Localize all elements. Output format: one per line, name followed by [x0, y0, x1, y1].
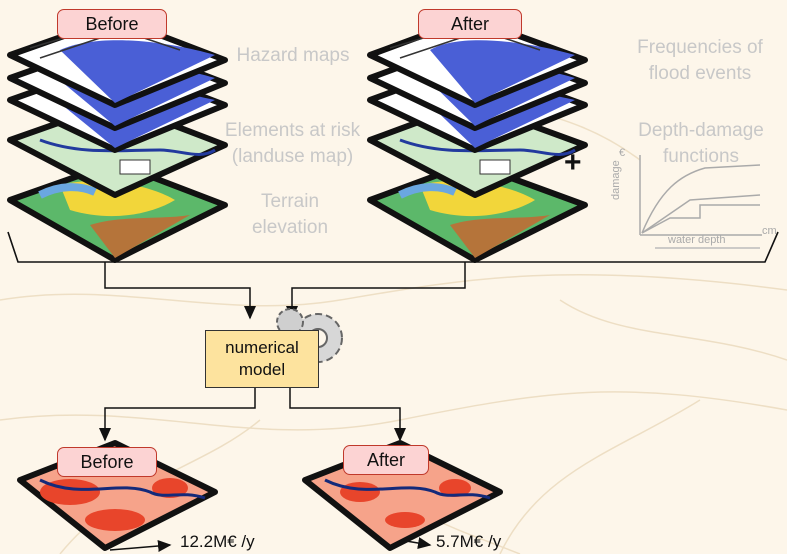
flow-arrows	[99, 262, 466, 552]
functions-label: functions	[662, 146, 740, 167]
inputs-bracket	[7, 231, 779, 263]
flood-events-label: flood events	[648, 63, 752, 84]
numerical-model-box: numerical model	[205, 330, 319, 388]
hazard-maps-label: Hazard maps	[236, 45, 350, 66]
depth-damage-chart	[639, 155, 762, 249]
after-label-top: After	[418, 9, 522, 39]
terrain-label: Terrain	[260, 191, 320, 212]
cm-unit-label: cm	[762, 225, 777, 237]
before-label-bottom: Before	[57, 447, 157, 477]
terrain-layer-after	[367, 160, 588, 263]
water-depth-axis-label: water depth	[668, 234, 726, 246]
risk-value-after: 5.7M€ /y	[436, 532, 502, 551]
before-label-top: Before	[57, 9, 167, 39]
landuse-map-label: (landuse map)	[231, 146, 354, 167]
damage-axis-label: damage	[610, 160, 622, 200]
elevation-label: elevation	[251, 217, 329, 238]
euro-unit-label: €	[619, 147, 626, 159]
frequencies-label: Frequencies of	[637, 37, 763, 58]
risk-value-before: 12.2M€ /y	[180, 532, 255, 551]
before-map-stack	[7, 15, 228, 263]
after-label-bottom: After	[343, 445, 429, 475]
after-map-stack	[367, 15, 588, 263]
elements-at-risk-label: Elements at risk	[224, 120, 361, 141]
model-label-line1: numerical	[225, 338, 299, 357]
depth-damage-label: Depth-damage	[638, 120, 764, 141]
terrain-layer-before	[7, 160, 228, 263]
plus-sign: +	[564, 146, 582, 179]
model-label-line2: model	[238, 360, 286, 379]
